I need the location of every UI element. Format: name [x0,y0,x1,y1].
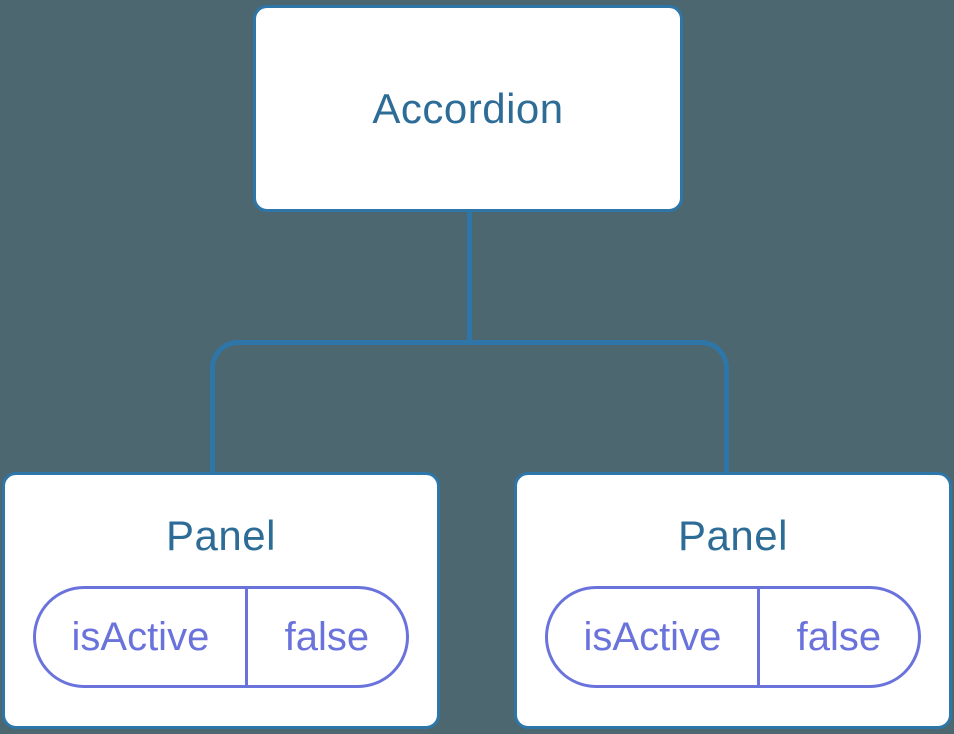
node-accordion: Accordion [253,5,683,212]
node-panel-1: Panel isActive false [2,472,440,729]
panel-1-state-value: false [244,589,406,685]
panel-2-state-key: isActive [583,614,722,659]
panel-2-state-pill: isActive false [545,586,921,688]
connector-branch-bracket [210,340,729,472]
panel-2-label: Panel [678,512,788,559]
panel-1-state-key: isActive [71,614,210,659]
panel-1-label: Panel [166,512,276,559]
accordion-node-label: Accordion [372,84,564,132]
connector-root-stem [467,208,472,345]
panel-2-state-value: false [756,589,918,685]
node-panel-2: Panel isActive false [514,472,952,729]
panel-1-state-pill: isActive false [33,586,409,688]
